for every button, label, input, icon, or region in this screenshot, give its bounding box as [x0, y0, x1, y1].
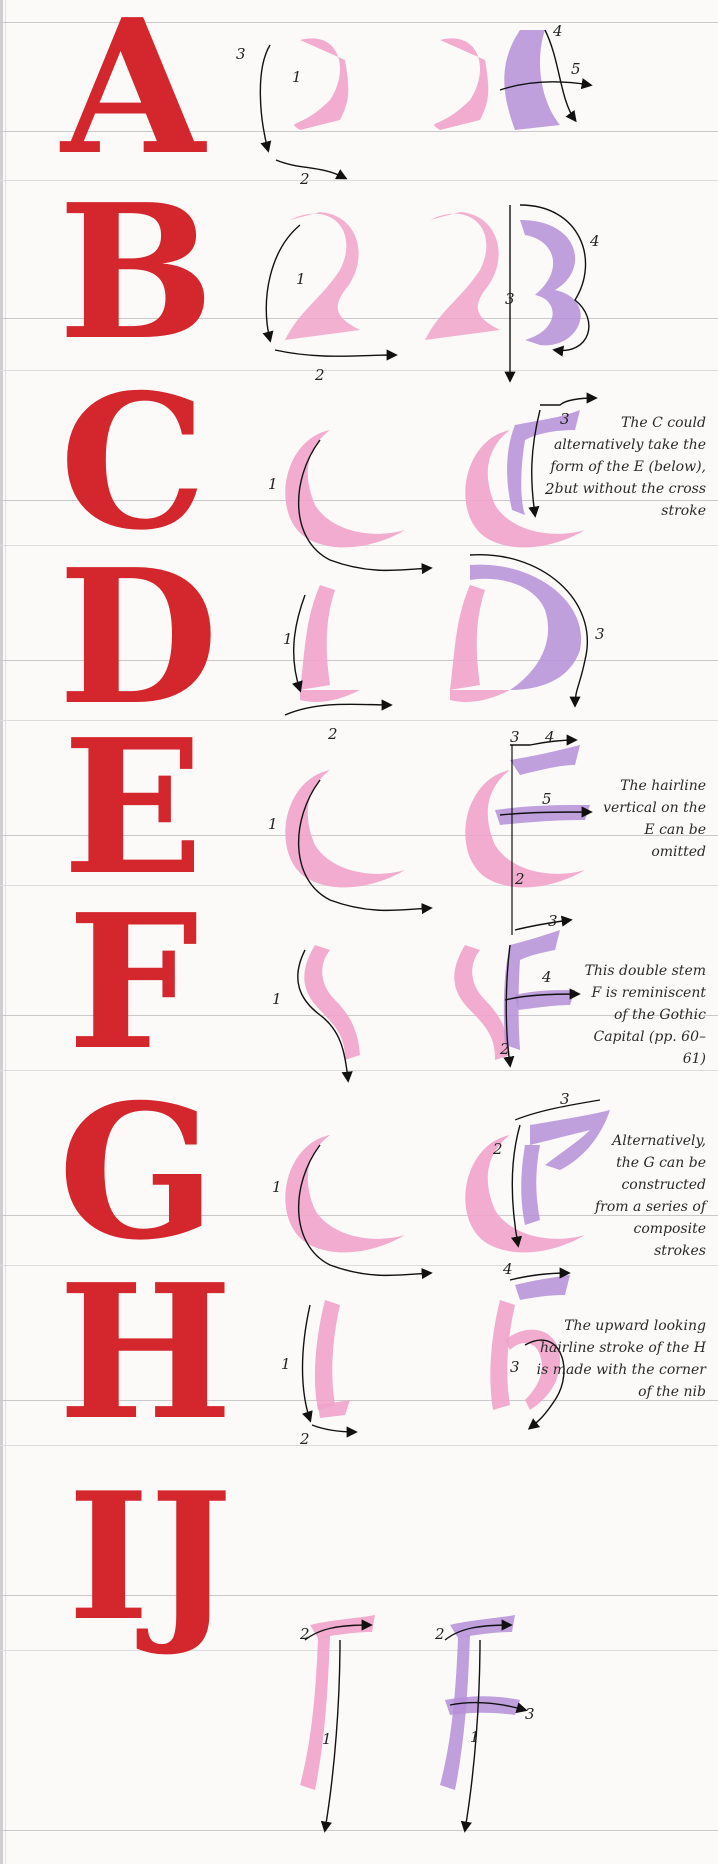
- stroke-number: 1: [272, 990, 282, 1008]
- note-c: The C could alternatively take the form …: [536, 412, 706, 522]
- stroke-number: 3: [236, 45, 246, 63]
- stroke-number: 1: [292, 68, 302, 86]
- stroke-diagram-h-partial: [303, 1300, 356, 1432]
- stroke-number: 2: [493, 1140, 503, 1158]
- stroke-diagram-a-partial: [260, 38, 348, 178]
- note-g: Alternatively, the G can be constructed …: [586, 1130, 706, 1262]
- stroke-number: 1: [322, 1730, 332, 1748]
- stroke-diagram-f-partial: [298, 945, 360, 1080]
- stroke-number: 3: [548, 912, 558, 930]
- stroke-number: 2: [300, 1625, 310, 1643]
- stroke-number: 3: [595, 625, 605, 643]
- stroke-number: 2: [300, 1430, 310, 1448]
- stroke-number: 3: [510, 728, 520, 746]
- stroke-number: 2: [315, 366, 325, 384]
- stroke-number: 1: [296, 270, 306, 288]
- stroke-number: 1: [272, 1178, 282, 1196]
- stroke-number: 3: [525, 1705, 535, 1723]
- stroke-diagram-d-partial: [285, 585, 390, 715]
- stroke-number: 4: [545, 728, 555, 746]
- stroke-number: 1: [283, 630, 293, 648]
- stroke-diagram-b-partial: [266, 212, 395, 356]
- stroke-number: 1: [268, 815, 278, 833]
- stroke-number: 3: [560, 1090, 570, 1108]
- stroke-number: 2: [328, 725, 338, 743]
- stroke-number: 4: [553, 22, 563, 40]
- note-e: The hairline vertical on the E can be om…: [596, 775, 706, 863]
- stroke-number: 2: [300, 170, 310, 188]
- note-f: This double stem F is reminiscent of the…: [576, 960, 706, 1070]
- stroke-number: 2: [515, 870, 525, 888]
- stroke-number: 4: [590, 232, 600, 250]
- stroke-diagram-e-full: [465, 740, 590, 935]
- stroke-diagram-d-full: [450, 555, 587, 705]
- stroke-number: 4: [503, 1260, 513, 1278]
- stroke-number: 5: [571, 60, 581, 78]
- stroke-number: 2: [435, 1625, 445, 1643]
- stroke-diagram-f-full: [454, 920, 578, 1065]
- stroke-number: 1: [281, 1355, 291, 1373]
- stroke-number: 3: [510, 1358, 520, 1376]
- stroke-number: 3: [505, 290, 515, 308]
- stroke-diagram-ij-full: [440, 1615, 525, 1830]
- note-h: The upward looking hairline stroke of th…: [526, 1315, 706, 1403]
- stroke-diagram-ij-partial: [300, 1615, 375, 1830]
- stroke-number: 1: [268, 475, 278, 493]
- stroke-diagram-g-partial: [285, 1135, 430, 1275]
- stroke-number: 2: [500, 1040, 510, 1058]
- stroke-diagram-e-partial: [285, 770, 430, 910]
- stroke-diagram-a-full: [434, 30, 590, 130]
- stroke-number: 4: [542, 968, 552, 986]
- stroke-number: 5: [542, 790, 552, 808]
- stroke-number: 1: [470, 1728, 480, 1746]
- stroke-diagram-c-partial: [285, 430, 430, 570]
